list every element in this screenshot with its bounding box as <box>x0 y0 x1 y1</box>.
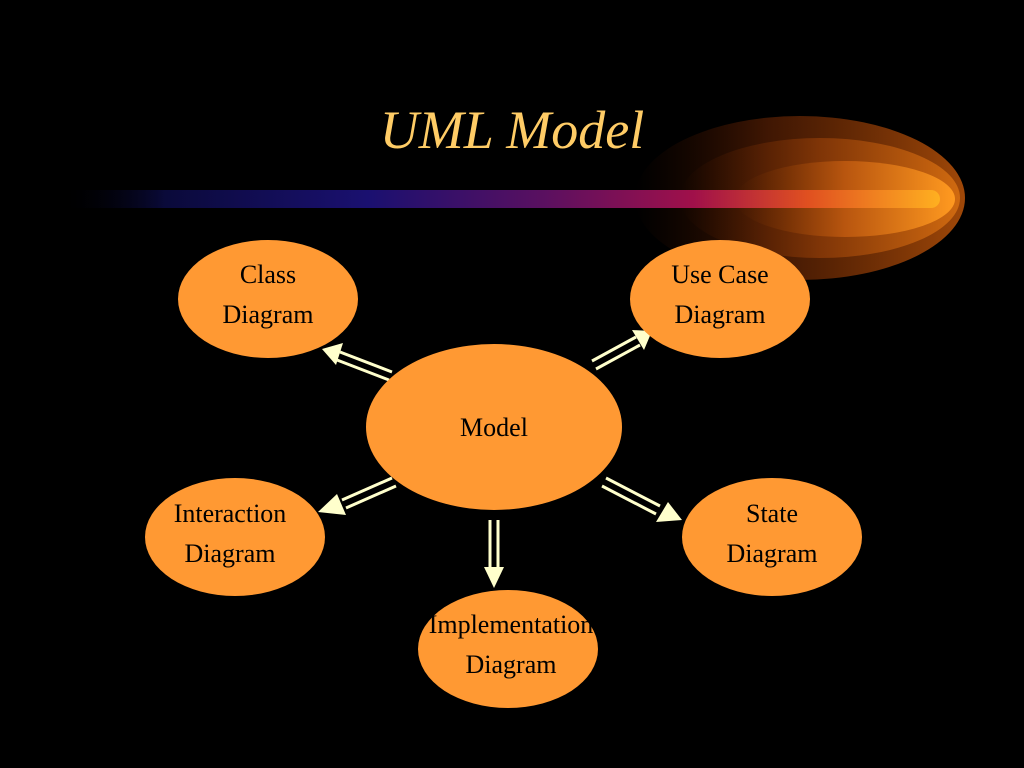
arrow-to-interaction-diagram <box>318 476 397 515</box>
node-state-diagram <box>682 478 862 596</box>
arrow-to-implementation-diagram <box>484 520 504 588</box>
implementation-diagram-line2: Diagram <box>465 650 557 679</box>
slide-title: UML Model <box>379 100 645 160</box>
implementation-diagram-line1: Implementation <box>428 610 594 639</box>
model-line1: Model <box>460 413 528 442</box>
node-implementation-diagram-label: Implementation Diagram <box>388 605 634 685</box>
node-implementation-diagram <box>418 590 598 708</box>
node-use-case-diagram <box>630 240 810 358</box>
interaction-diagram-line2: Diagram <box>184 539 276 568</box>
arrow-to-state-diagram <box>601 476 682 522</box>
node-interaction-diagram-label: Interaction Diagram <box>130 494 330 574</box>
node-interaction-diagram <box>145 478 325 596</box>
arrow-to-class-diagram <box>322 343 393 382</box>
class-diagram-line1: Class <box>239 260 297 289</box>
comet-bar <box>60 190 940 208</box>
use-case-diagram-line2: Diagram <box>674 300 766 329</box>
class-diagram-line2: Diagram <box>222 300 314 329</box>
state-diagram-line2: Diagram <box>726 539 818 568</box>
state-diagram-line1: State <box>746 499 798 528</box>
node-class-diagram-label: Class Diagram <box>178 255 358 335</box>
use-case-diagram-line1: Use Case <box>671 260 769 289</box>
arrow-to-use-case-diagram <box>591 330 652 371</box>
node-model-label: Model <box>366 408 622 448</box>
node-use-case-diagram-label: Use Case Diagram <box>630 255 810 335</box>
node-state-diagram-label: State Diagram <box>682 494 862 574</box>
node-class-diagram <box>178 240 358 358</box>
interaction-diagram-line1: Interaction <box>173 499 287 528</box>
node-model <box>366 344 622 510</box>
